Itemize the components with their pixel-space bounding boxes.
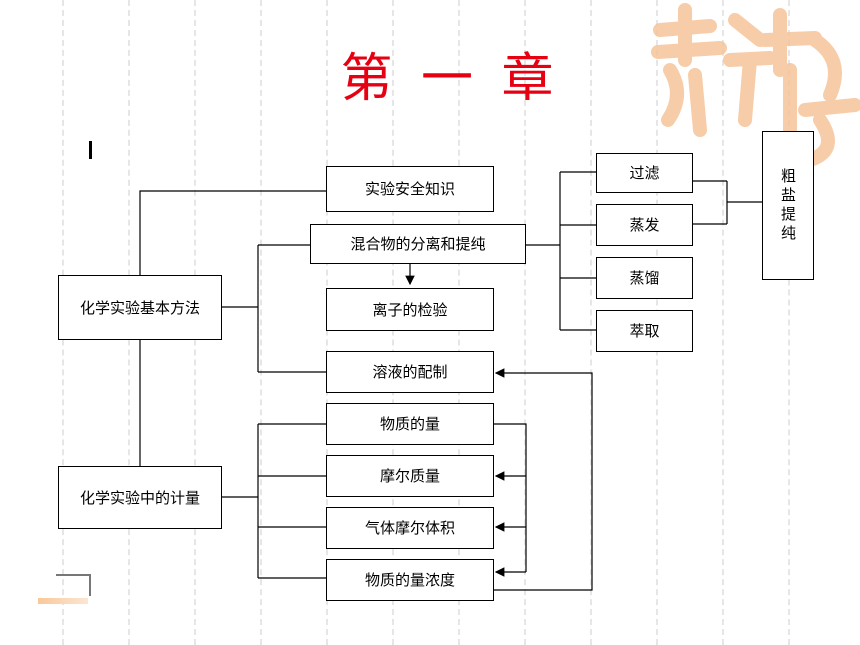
corner-decoration <box>56 574 91 596</box>
node-distill: 蒸馏 <box>596 257 693 299</box>
node-evaporate: 蒸发 <box>596 204 693 246</box>
connector-concentration-solution <box>494 368 593 591</box>
crude-salt-label: 粗盐提纯 <box>779 167 797 244</box>
node-filter: 过滤 <box>596 153 693 193</box>
node-molar-volume: 气体摩尔体积 <box>326 507 494 549</box>
orange-strip-decoration <box>38 598 88 604</box>
node-solution-preparation: 溶液的配制 <box>326 351 494 393</box>
decorative-logo <box>651 3 860 167</box>
node-extract: 萃取 <box>596 310 693 352</box>
node-crude-salt-purification: 粗盐提纯 <box>762 131 814 280</box>
node-concentration: 物质的量浓度 <box>326 559 494 601</box>
text-cursor-mark <box>89 141 92 159</box>
node-ion-test: 离子的检验 <box>326 288 494 331</box>
node-amount-of-substance: 物质的量 <box>326 403 494 445</box>
connector-safety-basic <box>139 190 326 275</box>
connector-crude-salt <box>693 180 762 225</box>
node-molar-mass: 摩尔质量 <box>326 455 494 497</box>
node-basic-methods: 化学实验基本方法 <box>58 275 222 340</box>
node-mixture-separation: 混合物的分离和提纯 <box>310 224 526 264</box>
connector-mixture-methods <box>526 171 596 331</box>
node-measurement: 化学实验中的计量 <box>58 466 222 529</box>
node-safety-knowledge: 实验安全知识 <box>326 166 494 212</box>
connector-measurement-bracket <box>222 423 326 579</box>
connector-basic-bracket <box>222 244 326 373</box>
connector-right-bracket <box>494 423 527 572</box>
chapter-title: 第 一 章 <box>340 49 560 109</box>
